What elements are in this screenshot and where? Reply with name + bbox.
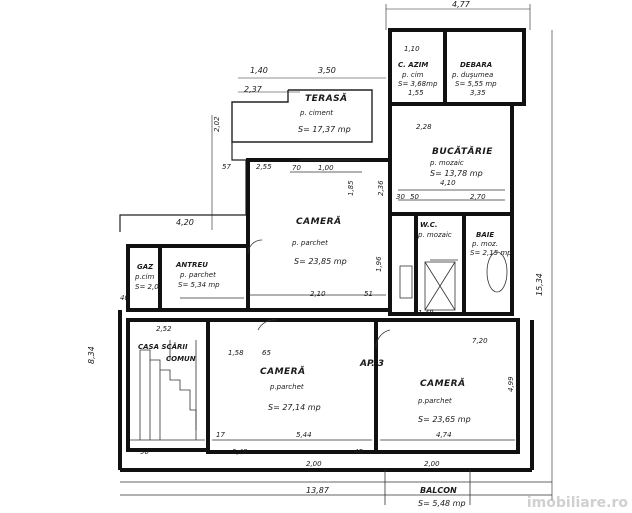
dim-140: 1,40 — [250, 66, 268, 75]
dim-185: 1,85 — [347, 180, 355, 196]
dim-30: 30 — [396, 193, 405, 201]
dim-270: 2,70 — [470, 193, 486, 201]
camera1-area: S= 23,85 mp — [294, 257, 347, 266]
dim-148: 1,48 — [418, 309, 434, 317]
dim-50: 50 — [410, 193, 419, 201]
c-azim-title: C. AZIM — [398, 61, 429, 69]
debara-area: S= 5,55 mp — [455, 80, 497, 88]
dim-65: 65 — [262, 349, 271, 357]
camera2-floor: p.parchet — [270, 383, 304, 391]
dim-228: 2,28 — [416, 123, 432, 131]
gaz-area: S= 2,0 — [135, 283, 159, 291]
casa-scarii-title: CASA SCĂRII — [138, 343, 188, 351]
debara-title: DEBARA — [460, 61, 493, 69]
dim-110: 1,10 — [404, 45, 420, 53]
dim-158: 1,58 — [228, 349, 244, 357]
terasa-floor: p. ciment — [300, 109, 333, 117]
apartment-label: AP. 3 — [360, 359, 385, 369]
bucatarie-area: S= 13,78 mp — [430, 169, 483, 178]
gaz-floor: p.cim — [135, 273, 155, 281]
dim-155: 1,55 — [408, 89, 424, 97]
bucatarie-title: BUCĂTĂRIE — [432, 147, 493, 157]
dim-335: 3,35 — [470, 89, 486, 97]
terasa-title: TERASĂ — [305, 94, 348, 104]
dim-200b: 2,00 — [424, 460, 440, 468]
dim-474: 4,74 — [436, 431, 452, 439]
wc-title: W.C. — [420, 221, 438, 229]
dim-left-834: 8,34 — [87, 346, 96, 364]
watermark-logo: imobiliare.ro — [526, 495, 628, 511]
dim-255: 2,55 — [256, 163, 272, 171]
camera3-floor: p.parchet — [418, 397, 452, 405]
dim-40: 40 — [120, 294, 129, 302]
dim-499: 4,99 — [507, 376, 515, 392]
dim-544: 5,44 — [296, 431, 312, 439]
dim-350: 3,50 — [318, 66, 336, 75]
balcon-title: BALCON — [420, 486, 457, 495]
dim-202: 2,02 — [213, 116, 221, 132]
c-azim-area: S= 3,68mp — [398, 80, 438, 88]
camera3-title: CAMERĂ — [420, 379, 466, 389]
casa-scarii-sub: COMUN — [166, 355, 196, 363]
dim-57: 57 — [222, 163, 231, 171]
dim-70: 70 — [292, 164, 301, 172]
dim-200a: 2,00 — [306, 460, 322, 468]
dim-45: 45 — [354, 448, 363, 456]
bucatarie-floor: p. mozaic — [430, 159, 464, 167]
baie-floor: p. moz. — [472, 240, 498, 248]
camera2-title: CAMERĂ — [260, 367, 306, 377]
camera2-area: S= 27,14 mp — [268, 403, 321, 412]
dim-top-total: 4,77 — [452, 0, 470, 9]
balcon-area: S= 5,48 mp — [418, 499, 466, 508]
terasa-area: S= 17,37 mp — [298, 125, 351, 134]
dim-720: 7,20 — [472, 337, 488, 345]
camera3-area: S= 23,65 mp — [418, 415, 471, 424]
camera1-title: CAMERĂ — [296, 217, 342, 227]
c-azim-floor: p. cim — [402, 71, 424, 79]
dim-51: 51 — [364, 290, 373, 298]
dim-17: 17 — [216, 431, 225, 439]
dim-236: 2,36 — [377, 180, 385, 196]
camera1-floor: p. parchet — [292, 239, 328, 247]
dim-420: 4,20 — [176, 218, 194, 227]
dim-237: 2,37 — [244, 85, 262, 94]
antreu-floor: p. parchet — [180, 271, 216, 279]
baie-area: S= 2,15 mp — [470, 249, 512, 257]
debara-floor: p. duşumea — [452, 71, 494, 79]
dim-90: 90 — [140, 448, 149, 456]
dim-right-1534: 15,34 — [535, 273, 544, 296]
dim-210: 2,10 — [310, 290, 326, 298]
antreu-area: S= 5,34 mp — [178, 281, 220, 289]
wc-floor: p. mozaic — [418, 231, 452, 239]
dim-249: 2,49 — [232, 448, 248, 456]
dim-410: 4,10 — [440, 179, 456, 187]
antreu-title: ANTREU — [176, 261, 208, 269]
dim-252: 2,52 — [156, 325, 172, 333]
dim-100: 1,00 — [318, 164, 334, 172]
dim-bottom-1387: 13,87 — [306, 486, 329, 495]
gaz-title: GAZ — [137, 263, 154, 271]
baie-title: BAIE — [476, 231, 495, 239]
dim-196: 1,96 — [375, 256, 383, 272]
